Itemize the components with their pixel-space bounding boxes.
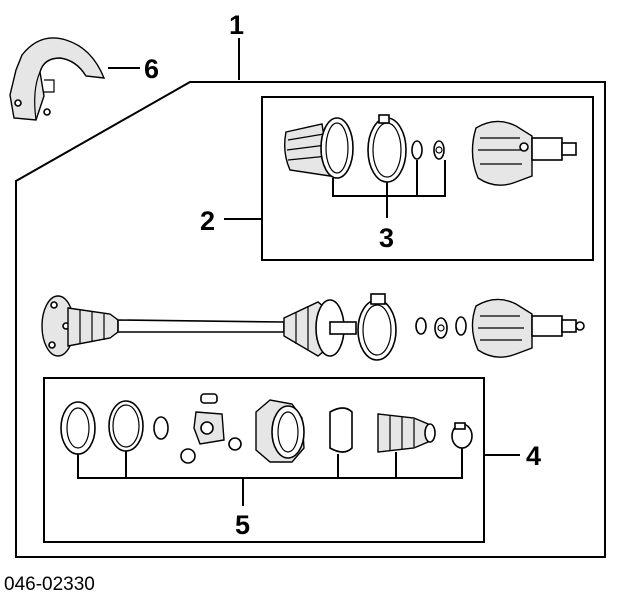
axle-shaft-icon [41, 293, 585, 361]
callout-2-label: 2 [200, 206, 215, 236]
joint-repair-kit-icon [60, 393, 473, 464]
callout-5-bracket [77, 448, 463, 479]
assembly-frame [15, 81, 606, 558]
callout-5-label: 5 [235, 510, 250, 540]
callout-6-label: 6 [144, 54, 159, 84]
callout-4-label: 4 [526, 441, 541, 471]
joint-repair-kit-box [43, 377, 485, 543]
boot-kit-icon [283, 114, 577, 186]
callout-3-bracket [332, 160, 446, 197]
heat-shield-icon [9, 37, 106, 121]
callout-1-label: 1 [229, 10, 244, 40]
callout-3-label: 3 [379, 223, 394, 253]
boot-kit-box [261, 96, 594, 261]
diagram-code: 046-02330 [4, 574, 95, 595]
